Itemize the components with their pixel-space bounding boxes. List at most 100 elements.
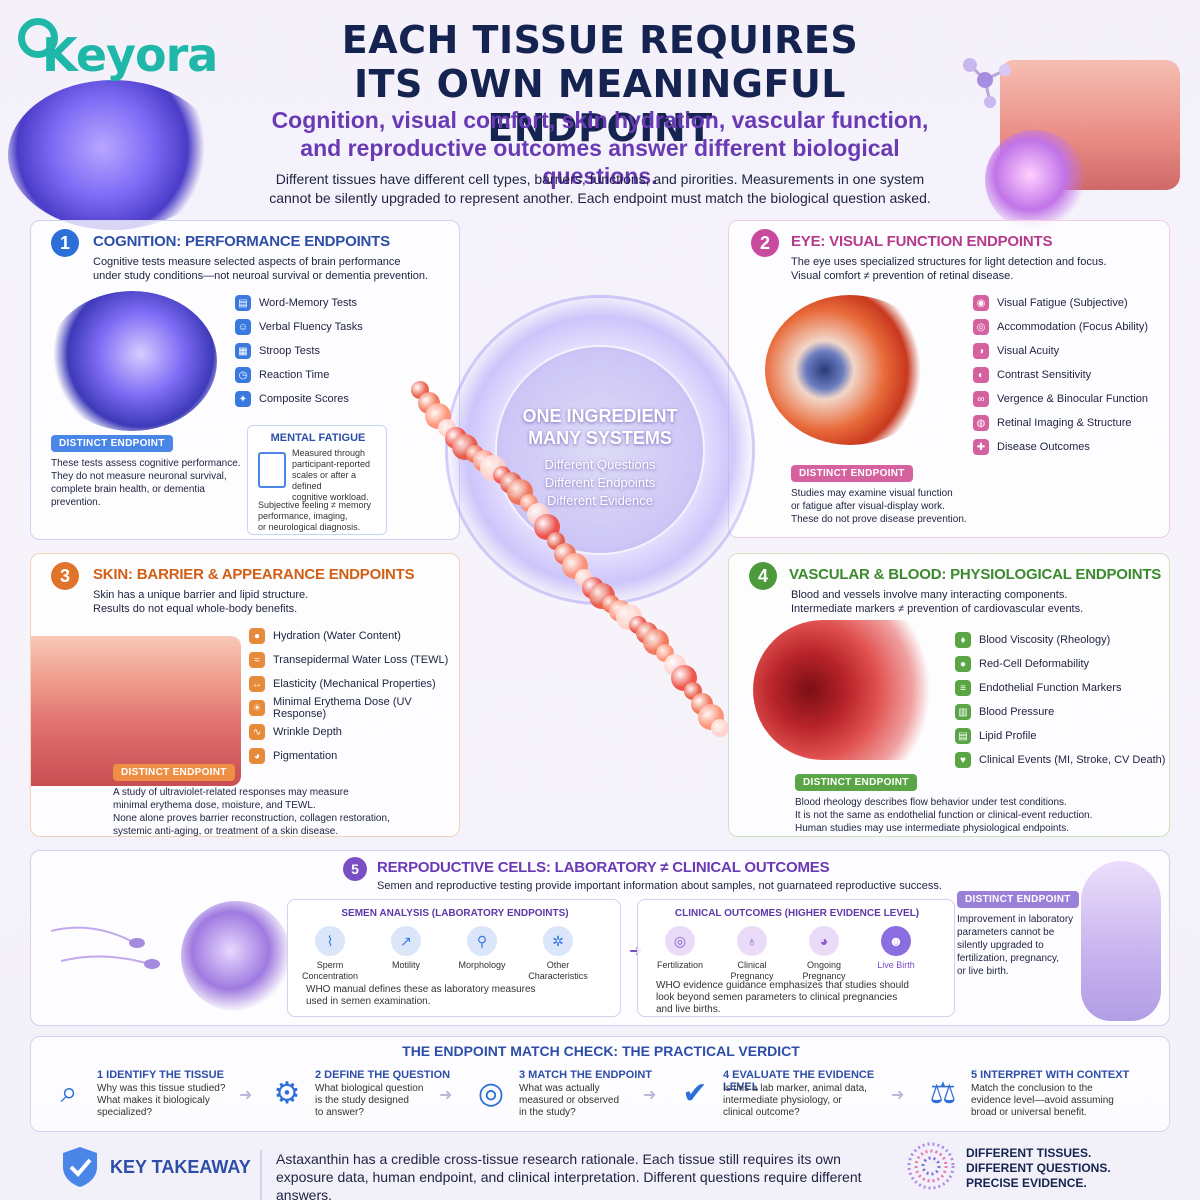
item-label: Visual Fatigue (Subjective): [997, 297, 1128, 309]
note-line: A study of ultraviolet-related responses…: [113, 787, 349, 798]
question-line: What makes it biologicaly: [97, 1095, 210, 1106]
item-label: Pigmentation: [273, 750, 338, 762]
arrow-right-icon: ➜: [643, 1087, 657, 1104]
item-label: Reaction Time: [259, 369, 330, 381]
center-title-line: MANY SYSTEMS: [528, 428, 672, 448]
logo-ring-icon: [18, 18, 58, 58]
list-item: ☀Minimal Erythema Dose (UV Response): [249, 696, 459, 720]
step-title: 4 EVALUATE THE EVIDENCE LEVEL: [723, 1069, 875, 1093]
shield-check-icon: ✔: [682, 1076, 708, 1110]
desc-line: under study conditions—not neuroal survi…: [93, 270, 429, 282]
test-icon: ▤: [235, 295, 251, 311]
fatigue-note-line: Subjective feeling ≠ memory: [258, 500, 371, 510]
section-desc: Semen and reproductive testing provide i…: [377, 880, 942, 892]
focus-icon: ◎: [973, 319, 989, 335]
step-question: Is this a lab marker, animal data,interm…: [723, 1083, 893, 1119]
contrast-icon: ◐: [973, 367, 989, 383]
chain-bead: [711, 718, 729, 737]
brain-illustration: [8, 80, 218, 230]
list-item: ◍Retinal Imaging & Structure: [973, 411, 1148, 435]
center-title: ONE INGREDIENT MANY SYSTEMS: [490, 405, 710, 449]
sperm-icon: [50, 926, 160, 969]
note-line: and live births.: [656, 1004, 721, 1015]
step-question: Why was this tissue studied?What makes i…: [97, 1083, 252, 1119]
center-line: Different Questions: [544, 457, 656, 472]
eye-icon: ◉: [973, 295, 989, 311]
semen-item: ↗Motility: [366, 926, 446, 971]
distinct-endpoint-badge: DISTINCT ENDPOINT: [795, 774, 917, 791]
motility-icon: ↗: [391, 926, 421, 956]
fatigue-note-line: performance, imaging,: [258, 511, 348, 521]
item-label: Blood Viscosity (Rheology): [979, 634, 1111, 646]
fatigue-note-line: or neurological diagnosis.: [258, 522, 361, 532]
list-item: ≈Transepidermal Water Loss (TEWL): [249, 648, 459, 672]
desc-line: Cognitive tests measure selected aspects…: [93, 256, 401, 268]
distinct-endpoint-badge: DISTINCT ENDPOINT: [957, 891, 1079, 908]
item-label: Pregnancy: [802, 971, 846, 981]
skin-panel: 3 SKIN: BARRIER & APPEARANCE ENDPOINTS S…: [30, 553, 460, 837]
takeaway-line: exposure data, human endpoint, and clini…: [276, 1169, 862, 1200]
question-line: in the study?: [519, 1107, 576, 1118]
note-line: parameters cannot be: [957, 927, 1055, 938]
heart-icon: ♥: [955, 752, 971, 768]
semen-item: ⚲Morphology: [442, 926, 522, 971]
eye-endpoint-list: ◉ Visual Fatigue (Subjective) ◎Accommodat…: [973, 291, 1148, 459]
evaporation-icon: ≈: [249, 652, 265, 668]
section-desc: Skin has a unique barrier and lipid stru…: [93, 588, 453, 616]
sun-icon: ☀: [249, 700, 265, 716]
subtitle-line2: and reproductive outcomes answer differe…: [300, 135, 900, 189]
item-label: Elasticity (Mechanical Properties): [273, 678, 436, 690]
fatigue-line: cognitive workload.: [292, 492, 369, 502]
item-label: Wrinkle Depth: [273, 726, 342, 738]
speech-icon: ☺: [235, 319, 251, 335]
egg-cell-illustration: [181, 901, 291, 1011]
tagline-line: PRECISE EVIDENCE.: [966, 1176, 1087, 1190]
clinical-outcomes-box: CLINICAL OUTCOMES (HIGHER EVIDENCE LEVEL…: [637, 899, 955, 1017]
arrow-right-icon: ➜: [891, 1087, 905, 1104]
gear-icon: ⚙: [273, 1076, 301, 1110]
list-item: ↔Elasticity (Mechanical Properties): [249, 672, 459, 696]
item-label: Disease Outcomes: [997, 441, 1090, 453]
item-label: Fertilization: [656, 960, 703, 970]
shield-check-icon: [63, 1147, 97, 1187]
intro-line2: cannot be silently upgraded to represent…: [269, 190, 931, 206]
item-label: Verbal Fluency Tasks: [259, 321, 363, 333]
section-number: 2: [751, 229, 779, 257]
section-desc: The eye uses specialized structures for …: [791, 255, 1161, 283]
list-item: ◉ Visual Fatigue (Subjective): [973, 291, 1148, 315]
section-desc: Blood and vessels involve many interacti…: [791, 588, 1161, 616]
item-label: Pregnancy: [730, 971, 774, 981]
center-line: Different Evidence: [547, 493, 653, 508]
list-item: ∞Vergence & Binocular Function: [973, 387, 1148, 411]
binocular-icon: ∞: [973, 391, 989, 407]
page-title: EACH TISSUE REQUIRES ITS OWN MEANINGFUL …: [240, 18, 960, 150]
clipboard-icon: [258, 452, 286, 488]
mental-fatigue-desc: Measured through participant-reported sc…: [292, 448, 386, 503]
note-line: or fatigue after visual-display work.: [791, 501, 945, 512]
question-line: broad or universal benefit.: [971, 1107, 1087, 1118]
item-label: Visual Acuity: [997, 345, 1060, 357]
composite-icon: ✦: [235, 391, 251, 407]
clinical-item: ☻Live Birth: [856, 926, 936, 971]
item-label: Sperm: [316, 960, 344, 970]
skin-endpoint-list: ●Hydration (Water Content) ≈Transepiderm…: [249, 624, 459, 768]
lipid-icon: ▤: [955, 728, 971, 744]
item-label: Lipid Profile: [979, 730, 1037, 742]
viscosity-icon: ♦: [955, 632, 971, 648]
clinical-note: WHO evidence guidance emphasizes that st…: [656, 980, 946, 1016]
ongoing-pregnancy-icon: ◕: [809, 926, 839, 956]
list-item: ◎Accommodation (Focus Ability): [973, 315, 1148, 339]
endpoint-note: These tests assess cognitive performance…: [51, 457, 251, 509]
clinical-pregnancy-icon: ♁: [737, 926, 767, 956]
desc-line: The eye uses specialized structures for …: [791, 256, 1107, 268]
disease-icon: ✚: [973, 439, 989, 455]
item-label: Endothelial Function Markers: [979, 682, 1122, 694]
wrinkle-icon: ∿: [249, 724, 265, 740]
note-line: Human studies may use intermediate physi…: [795, 823, 1070, 834]
list-item: ◐Contrast Sensitivity: [973, 363, 1148, 387]
list-item: ▥Blood Pressure: [955, 700, 1165, 724]
